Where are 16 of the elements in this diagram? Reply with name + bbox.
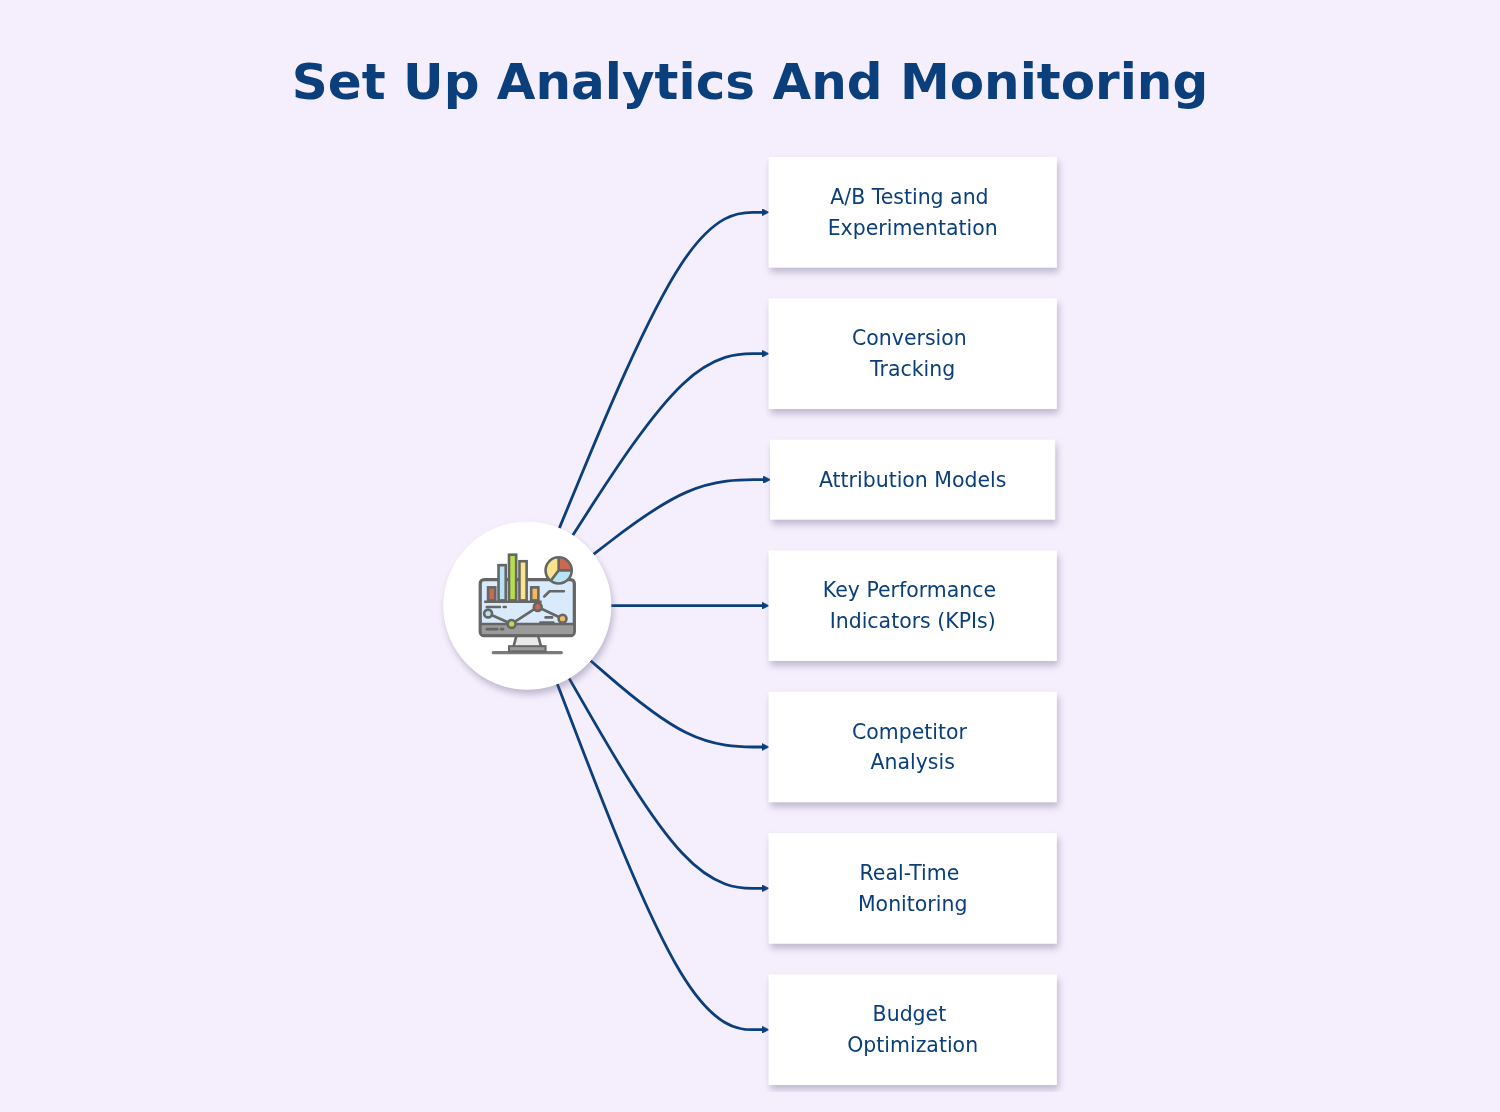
node-box: A/B Testing and Experimentation bbox=[768, 156, 1057, 268]
node-box: Competitor Analysis bbox=[768, 691, 1057, 803]
arrow bbox=[557, 208, 770, 529]
node-box: Attribution Models bbox=[770, 439, 1056, 520]
arrow bbox=[571, 349, 770, 537]
title: Set Up Analytics And Monitoring bbox=[291, 52, 1209, 113]
arrow bbox=[610, 601, 770, 610]
arrow bbox=[592, 475, 771, 556]
node-box: Conversion Tracking bbox=[768, 298, 1057, 409]
arrow bbox=[555, 683, 770, 1034]
node-circle bbox=[443, 521, 612, 690]
arrow bbox=[567, 677, 770, 893]
node-box: Real-Time Monitoring bbox=[768, 833, 1057, 944]
node-box: Key Performance Indicators (KPIs) bbox=[768, 550, 1057, 661]
arrow bbox=[589, 659, 770, 752]
node-box: Budget Optimization bbox=[768, 974, 1057, 1086]
